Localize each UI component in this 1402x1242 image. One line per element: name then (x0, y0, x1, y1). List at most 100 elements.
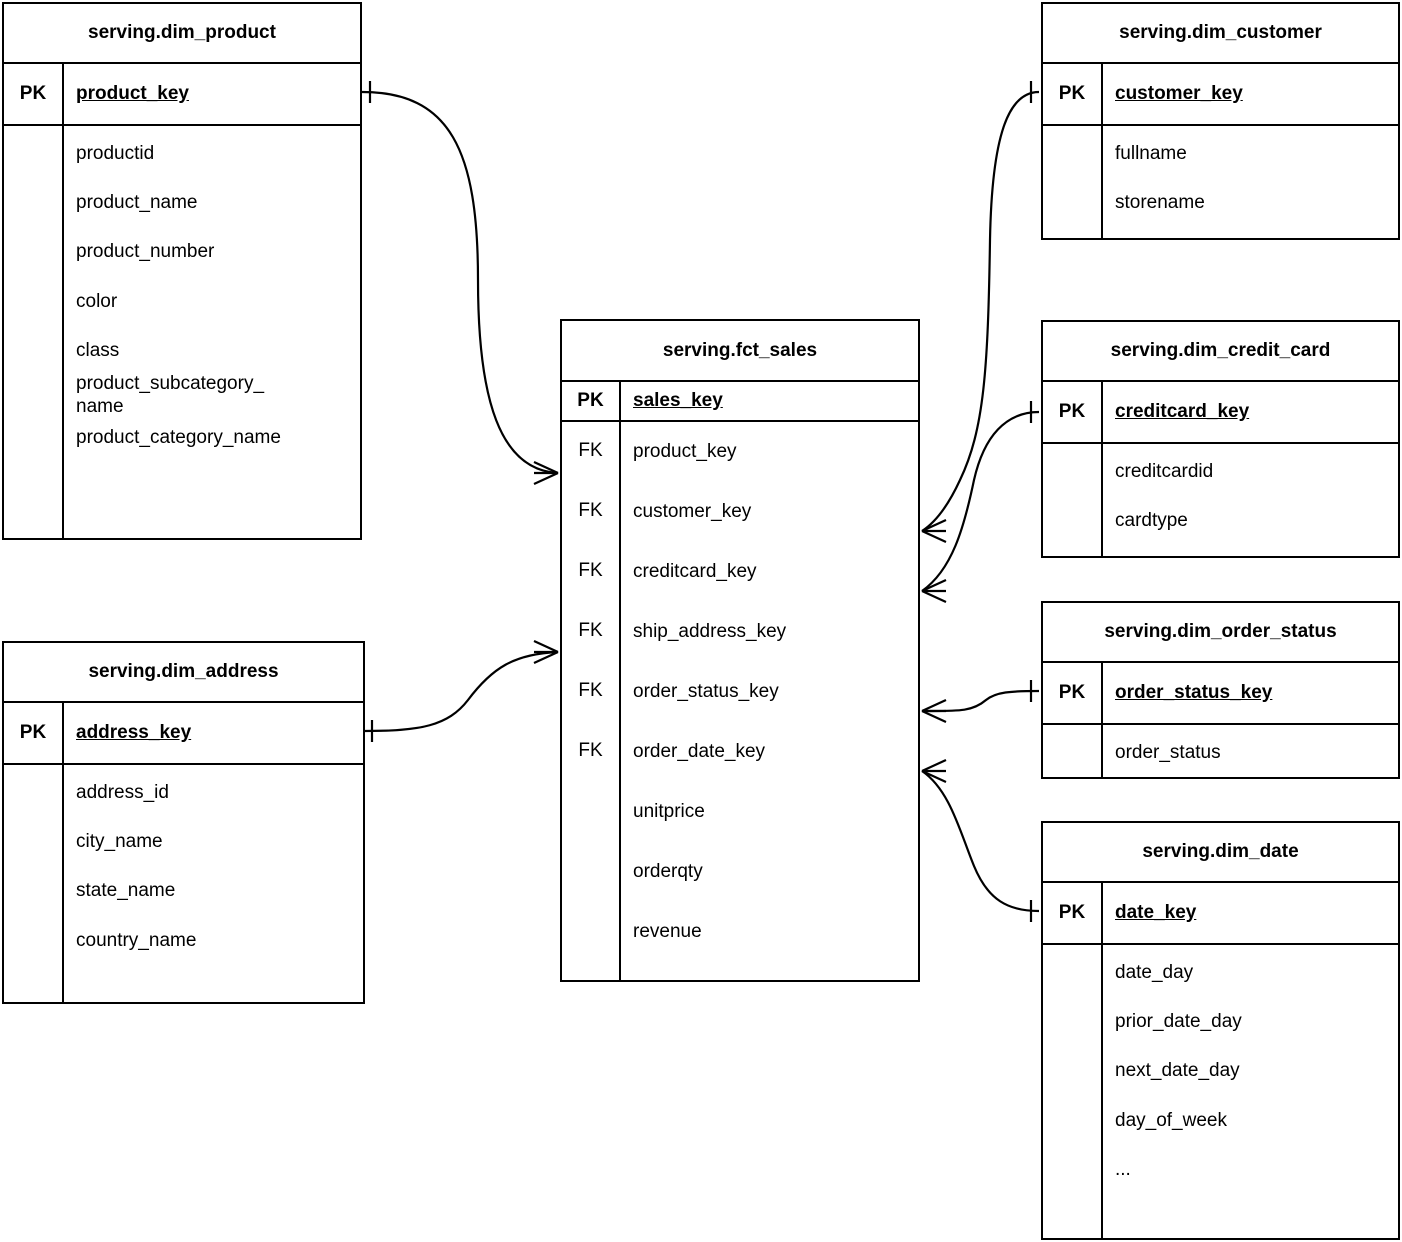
pk-field-name: order_status_key (1115, 681, 1273, 703)
key-name-cell: customer_key (1103, 64, 1398, 124)
attribute-row: fullname (1115, 143, 1187, 164)
pk-field-name: date_key (1115, 901, 1197, 923)
attribute-section: order_status (1043, 725, 1398, 777)
attribute-row: color (76, 290, 118, 312)
attribute-section: address_id city_name state_name country_… (4, 765, 363, 1002)
entity-dim-customer[interactable]: serving.dim_customer PK customer_key ful… (1041, 2, 1400, 240)
attribute-row: day_of_week (1115, 1109, 1227, 1131)
column-row: ship_address_key (633, 621, 787, 642)
attribute-row: country_name (76, 929, 197, 951)
entity-body: PK address_key address_id city_name stat… (4, 703, 363, 1002)
entity-body: PK order_status_key order_status (1043, 663, 1398, 777)
attribute-row: prior_date_day (1115, 1011, 1242, 1033)
entity-dim-date[interactable]: serving.dim_date PK date_key date_day pr… (1041, 821, 1400, 1240)
entity-dim-address[interactable]: serving.dim_address PK address_key addre… (2, 641, 365, 1004)
fk-tag: FK (578, 440, 603, 461)
key-name-cell: order_status_key (1103, 663, 1398, 723)
fk-tag-column: FK FK FK FK FK FK (562, 422, 621, 980)
attribute-row: product_number (76, 241, 215, 263)
attribute-row: product_category_name (76, 427, 281, 449)
column-row: unitprice (633, 801, 705, 822)
rel-order-status-line (921, 689, 1040, 713)
column-row: customer_key (633, 501, 752, 522)
key-name-cell: address_key (64, 703, 363, 763)
primary-key-row[interactable]: PK creditcard_key (1043, 382, 1398, 444)
rel-date-crowsfoot (921, 759, 947, 783)
column-section: FK FK FK FK FK FK product_key customer_k… (562, 422, 918, 980)
attribute-row: storename (1115, 192, 1205, 214)
fk-tag: FK (578, 620, 603, 641)
key-tag-pk: PK (1043, 883, 1103, 943)
attribute-row: class (76, 339, 120, 361)
attribute-row: creditcardid (1115, 461, 1214, 482)
column-row: product_key (633, 441, 737, 462)
attribute-section: creditcardid cardtype (1043, 444, 1398, 556)
primary-key-row[interactable]: PK product_key (4, 64, 360, 126)
relationship-address (364, 640, 559, 742)
pk-field-name: creditcard_key (1115, 400, 1250, 422)
entity-title: serving.dim_product (4, 4, 360, 64)
rel-address-line (364, 650, 559, 733)
primary-key-row[interactable]: PK address_key (4, 703, 363, 765)
primary-key-row[interactable]: PK customer_key (1043, 64, 1398, 126)
column-row: order_status_key (633, 681, 779, 702)
key-tag-empty (1043, 126, 1103, 238)
attribute-list: productid product_name product_number co… (64, 126, 360, 538)
key-name-cell: sales_key (621, 382, 918, 420)
fk-tag: FK (578, 500, 603, 521)
rel-date-line (921, 770, 1040, 913)
entity-dim-product[interactable]: serving.dim_product PK product_key produ… (2, 2, 362, 540)
entity-title: serving.dim_customer (1043, 4, 1398, 64)
relationship-customer (921, 81, 1040, 543)
relationship-product (361, 81, 559, 485)
entity-fct-sales[interactable]: serving.fct_sales PK sales_key FK FK FK … (560, 319, 920, 982)
primary-key-row[interactable]: PK sales_key (562, 382, 918, 422)
key-tag-pk: PK (1043, 382, 1103, 442)
entity-title: serving.dim_date (1043, 823, 1398, 883)
rel-product-crowsfoot (533, 461, 559, 485)
attribute-section: date_day prior_date_day next_date_day da… (1043, 945, 1398, 1238)
primary-key-row[interactable]: PK order_status_key (1043, 663, 1398, 725)
key-tag-empty (4, 765, 64, 1002)
attribute-row: cardtype (1115, 510, 1188, 532)
key-tag-pk: PK (562, 382, 621, 420)
key-tag-pk: PK (1043, 64, 1103, 124)
key-tag-pk: PK (1043, 663, 1103, 723)
key-tag-empty (4, 126, 64, 538)
fk-tag: FK (578, 740, 603, 761)
entity-body: PK date_key date_day prior_date_day next… (1043, 883, 1398, 1238)
attribute-row: order_status (1115, 742, 1221, 763)
entity-dim-order-status[interactable]: serving.dim_order_status PK order_status… (1041, 601, 1400, 779)
pk-field-name: sales_key (633, 389, 723, 411)
key-tag-pk: PK (4, 64, 64, 124)
entity-body: PK product_key productid product_name pr… (4, 64, 360, 538)
rel-creditcard-line (921, 410, 1040, 592)
entity-body: PK creditcard_key creditcardid cardtype (1043, 382, 1398, 556)
rel-creditcard-crowsfoot (921, 579, 947, 603)
primary-key-row[interactable]: PK date_key (1043, 883, 1398, 945)
attribute-list: date_day prior_date_day next_date_day da… (1103, 945, 1398, 1238)
entity-title: serving.dim_order_status (1043, 603, 1398, 663)
attribute-row: address_id (76, 782, 169, 803)
key-tag-pk: PK (4, 703, 64, 763)
entity-body: PK sales_key FK FK FK FK FK FK product_k… (562, 382, 918, 980)
column-row: orderqty (633, 861, 703, 882)
attribute-row: product_name (76, 192, 198, 214)
key-tag-empty (1043, 945, 1103, 1238)
entity-title: serving.fct_sales (562, 321, 918, 382)
column-list: product_key customer_key creditcard_key … (621, 422, 918, 980)
relationship-date (921, 759, 1040, 922)
attribute-row: product_subcategory_ (76, 372, 265, 394)
rel-customer-line (921, 90, 1040, 532)
entity-dim-credit-card[interactable]: serving.dim_credit_card PK creditcard_ke… (1041, 320, 1400, 558)
column-row: creditcard_key (633, 561, 757, 582)
rel-customer-crowsfoot (921, 519, 947, 543)
attribute-list: creditcardid cardtype (1103, 444, 1398, 556)
key-tag-empty (1043, 725, 1103, 777)
attribute-list: order_status (1103, 725, 1398, 777)
attribute-row: city_name (76, 831, 163, 853)
entity-title: serving.dim_credit_card (1043, 322, 1398, 382)
attribute-section: productid product_name product_number co… (4, 126, 360, 538)
column-row: order_date_key (633, 741, 766, 762)
